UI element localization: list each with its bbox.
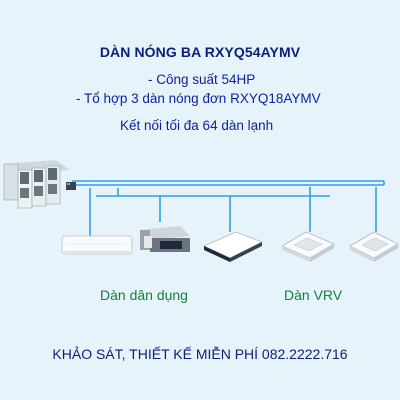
page-title: DÀN NÓNG BA RXYQ54AYMV <box>99 44 301 60</box>
outdoor-unit-icon <box>3 160 70 209</box>
cassette-unit-icon <box>281 231 335 262</box>
ducted-unit-icon <box>140 226 190 252</box>
vrv-units-label: Dàn VRV <box>284 287 343 303</box>
connection-text: Kết nối tối đa 64 dàn lạnh <box>120 118 274 133</box>
contact-footer: KHẢO SÁT, THIẾT KẾ MIỄN PHÍ 082.2222.716 <box>52 346 348 362</box>
residential-units-label: Dàn dân dụng <box>100 287 188 303</box>
refnet-joint-icon <box>66 182 76 190</box>
refrigerant-piping <box>72 180 385 236</box>
wall-mounted-unit-icon <box>61 235 133 255</box>
capacity-text: - Công suất 54HP <box>148 72 256 87</box>
cassette-unit-icon <box>349 231 399 262</box>
ceiling-suspended-unit-icon <box>203 231 263 262</box>
combination-text: - Tổ hợp 3 dàn nóng đơn RXYQ18AYMV <box>76 91 321 106</box>
